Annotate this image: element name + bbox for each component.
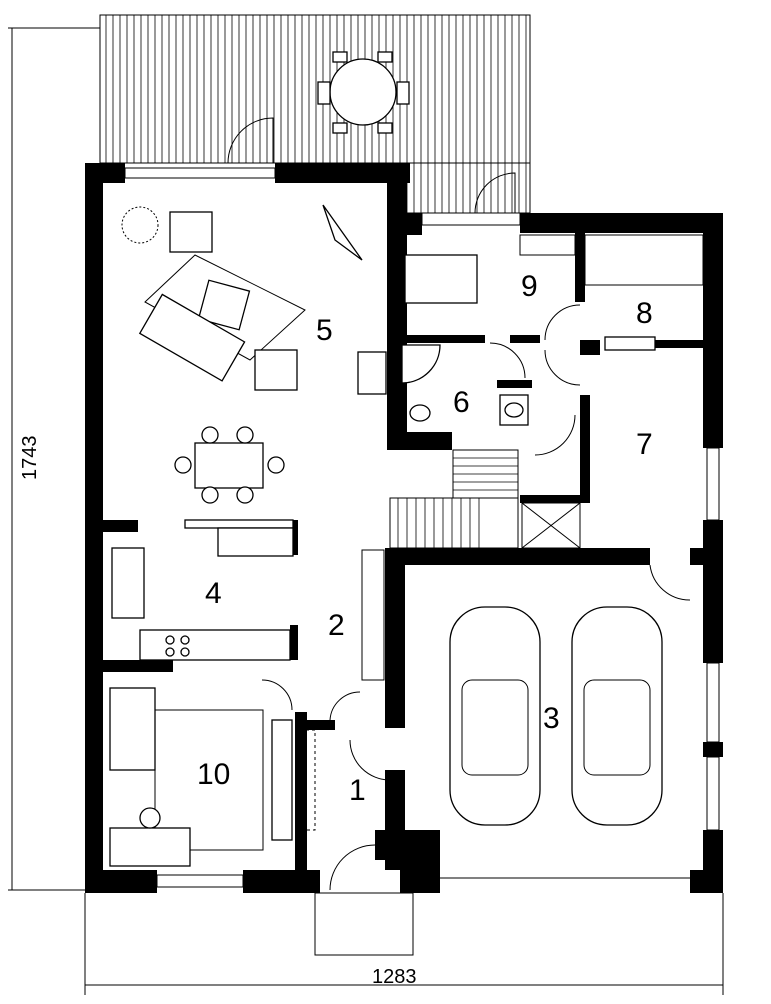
walls <box>85 163 723 893</box>
windows <box>87 167 720 888</box>
dining-table <box>174 426 285 504</box>
room-label-5: 5 <box>316 314 333 347</box>
shaft <box>521 502 581 549</box>
car-right <box>571 606 663 826</box>
room-label-6: 6 <box>453 386 470 419</box>
room-label-9: 9 <box>521 270 538 303</box>
dimension-height-label: 1743 <box>19 436 41 481</box>
study-furniture <box>109 687 316 867</box>
room-label-1: 1 <box>349 774 366 807</box>
bathroom-fixtures <box>401 344 529 426</box>
dimension-vertical <box>8 27 100 891</box>
room-label-2: 2 <box>328 609 345 642</box>
doors <box>227 117 691 956</box>
handrail <box>361 549 385 681</box>
kitchen-units <box>111 519 294 661</box>
utility-table <box>404 234 704 351</box>
staircase <box>389 449 519 549</box>
terrace-dining-table <box>317 51 410 134</box>
room-label-8: 8 <box>636 297 653 330</box>
dimension-width-label: 1283 <box>372 966 417 988</box>
room-label-10: 10 <box>197 758 230 791</box>
terrace <box>99 14 531 214</box>
room-label-3: 3 <box>543 702 560 735</box>
room-label-7: 7 <box>636 428 653 461</box>
car-left <box>449 606 541 826</box>
room-label-4: 4 <box>205 577 222 610</box>
living-furniture <box>121 204 387 395</box>
dimension-horizontal <box>84 893 724 995</box>
